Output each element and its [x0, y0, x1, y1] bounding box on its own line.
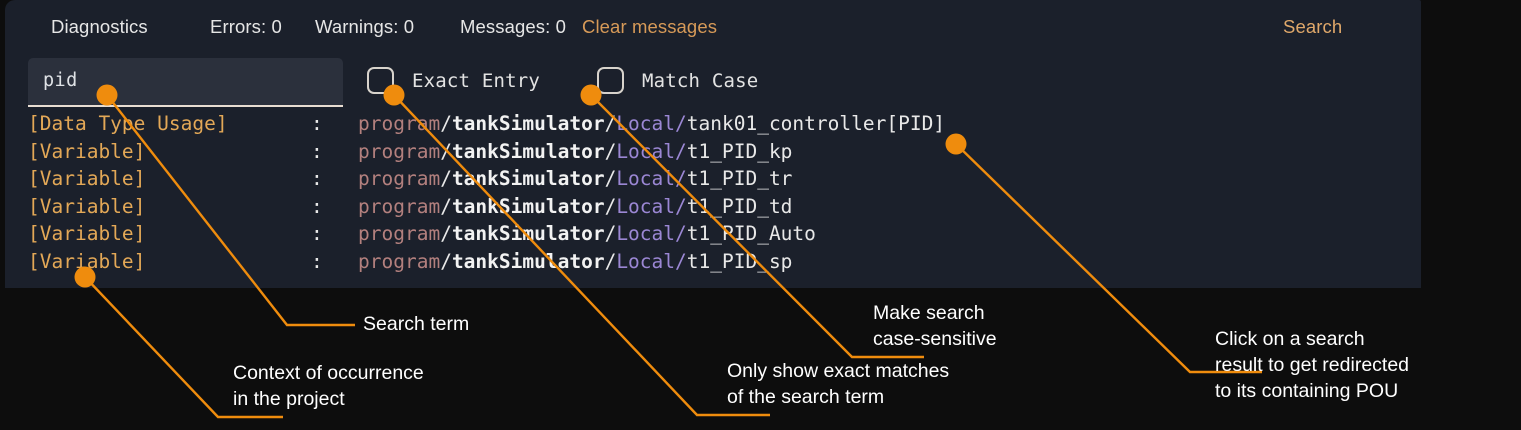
result-separator: /: [604, 222, 617, 245]
result-scope: Local: [616, 167, 676, 190]
search-results-list: [Data Type Usage]:program/tankSimulator/…: [28, 110, 945, 275]
search-result-row[interactable]: [Variable]:program/tankSimulator/Local/t…: [28, 220, 945, 248]
result-name: t1_PID_sp: [686, 249, 793, 273]
search-result-row[interactable]: [Variable]:program/tankSimulator/Local/t…: [28, 138, 945, 166]
tab-diagnostics[interactable]: Diagnostics: [51, 16, 148, 37]
result-separator: /: [604, 194, 617, 218]
warnings-count: Warnings: 0: [315, 16, 415, 37]
result-colon: :: [311, 139, 323, 163]
result-name: t1_PID_td: [686, 194, 793, 218]
result-colon: :: [311, 167, 323, 190]
result-program: program: [358, 167, 441, 190]
result-separator: /: [440, 139, 452, 163]
result-pou: tankSimulator: [451, 249, 605, 273]
result-program: program: [358, 112, 441, 135]
search-input-value: pid: [43, 70, 78, 91]
annotation-context: Context of occurrence in the project: [233, 362, 424, 410]
option-exact-entry-label: Exact Entry: [412, 69, 541, 92]
result-separator: /: [604, 139, 617, 163]
result-separator: /: [675, 112, 687, 135]
result-context: [Variable]: [28, 139, 146, 163]
clear-messages-link[interactable]: Clear messages: [582, 16, 718, 37]
result-separator: /: [440, 112, 452, 135]
result-separator: /: [440, 167, 452, 190]
result-colon: :: [311, 194, 323, 218]
result-separator: /: [604, 112, 617, 135]
errors-count: Errors: 0: [210, 16, 282, 37]
checkbox-icon-match-case[interactable]: [597, 67, 624, 94]
result-program: program: [358, 222, 441, 245]
result-separator: /: [604, 249, 617, 273]
result-pou: tankSimulator: [451, 167, 605, 190]
checkbox-icon-exact-entry[interactable]: [367, 67, 394, 94]
option-exact-entry[interactable]: Exact Entry: [367, 67, 540, 94]
result-program: program: [358, 194, 441, 218]
result-scope: Local: [616, 139, 676, 163]
result-separator: /: [675, 139, 687, 163]
result-separator: /: [675, 222, 687, 245]
result-separator: /: [440, 222, 452, 245]
search-input[interactable]: pid: [28, 58, 343, 107]
result-context: [Variable]: [28, 249, 146, 273]
result-context: [Variable]: [28, 194, 146, 218]
result-colon: :: [311, 222, 323, 245]
result-name: t1_PID_Auto: [686, 222, 816, 245]
panel-header: Diagnostics Errors: 0 Warnings: 0 Messag…: [5, 0, 1421, 53]
result-separator: /: [440, 249, 452, 273]
result-scope: Local: [616, 249, 676, 273]
result-colon: :: [311, 249, 323, 273]
result-separator: /: [675, 249, 687, 273]
result-separator: /: [440, 194, 452, 218]
option-match-case[interactable]: Match Case: [597, 67, 758, 94]
annotation-exact-entry: Only show exact matches of the search te…: [727, 360, 950, 408]
result-program: program: [358, 139, 441, 163]
result-context: [Variable]: [28, 167, 146, 190]
result-program: program: [358, 249, 441, 273]
tab-search[interactable]: Search: [1283, 16, 1343, 37]
result-separator: /: [675, 194, 687, 218]
result-name: t1_PID_kp: [686, 139, 793, 163]
annotation-match-case: Make search case-sensitive: [873, 302, 997, 350]
result-separator: /: [675, 167, 687, 190]
result-name: t1_PID_tr: [686, 167, 793, 190]
result-pou: tankSimulator: [451, 194, 605, 218]
annotation-click-result: Click on a search result to get redirect…: [1215, 328, 1410, 402]
result-context: [Variable]: [28, 222, 146, 245]
result-pou: tankSimulator: [451, 112, 605, 135]
result-scope: Local: [616, 112, 676, 135]
result-colon: :: [311, 112, 323, 135]
search-result-row[interactable]: [Variable]:program/tankSimulator/Local/t…: [28, 193, 945, 221]
annotation-search-term: Search term: [363, 313, 470, 335]
search-result-row[interactable]: [Variable]:program/tankSimulator/Local/t…: [28, 248, 945, 276]
result-separator: /: [604, 167, 617, 190]
result-name: tank01_controller[PID]: [686, 112, 946, 135]
result-pou: tankSimulator: [451, 222, 605, 245]
option-match-case-label: Match Case: [642, 69, 759, 92]
search-result-row[interactable]: [Data Type Usage]:program/tankSimulator/…: [28, 110, 945, 138]
search-result-row[interactable]: [Variable]:program/tankSimulator/Local/t…: [28, 165, 945, 193]
diagnostics-panel: Diagnostics Errors: 0 Warnings: 0 Messag…: [5, 0, 1421, 288]
result-scope: Local: [616, 222, 676, 245]
messages-count: Messages: 0: [460, 16, 566, 37]
result-pou: tankSimulator: [451, 139, 605, 163]
result-scope: Local: [616, 194, 676, 218]
result-context: [Data Type Usage]: [28, 112, 228, 135]
